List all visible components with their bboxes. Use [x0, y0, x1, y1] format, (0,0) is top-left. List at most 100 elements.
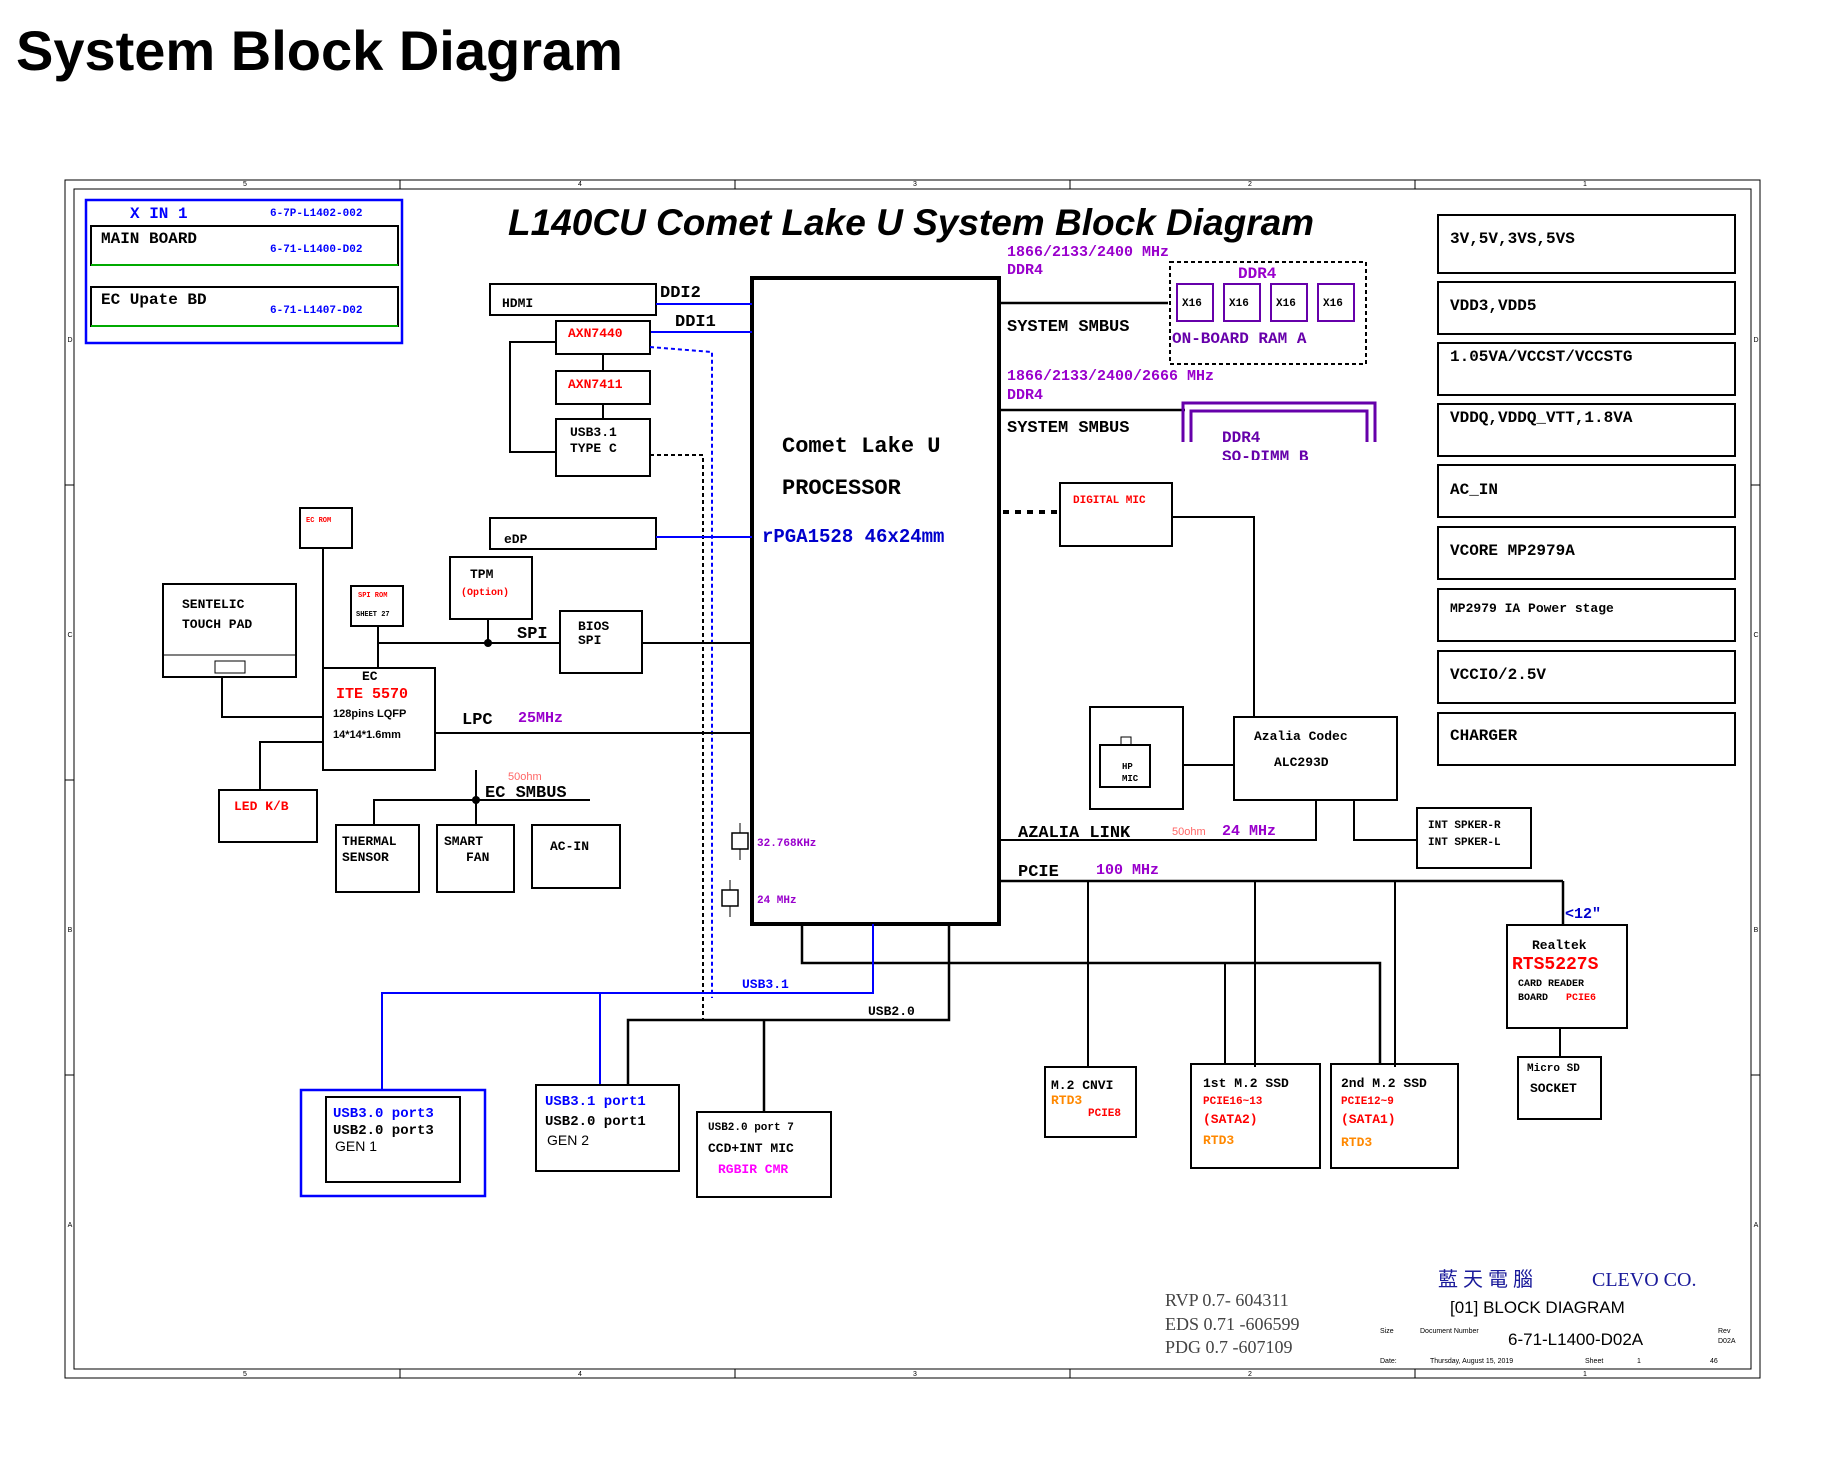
led-kb: LED K/B [234, 799, 289, 814]
power-rail: VDD3,VDD5 [1450, 297, 1536, 315]
sd-1: Micro SD [1527, 1063, 1580, 1075]
row-label: A [1754, 1222, 1759, 1229]
sheet-label: Sheet [1585, 1358, 1603, 1365]
bios-1: BIOS [578, 619, 609, 634]
ssd1-2: PCIE16~13 [1203, 1096, 1263, 1108]
p7-3: RGBIR CMR [718, 1162, 788, 1177]
col-label: 4 [578, 181, 582, 188]
pdg: PDG 0.7 -607109 [1165, 1337, 1293, 1357]
xtal-1: 32.768KHz [757, 838, 816, 850]
col-label: 2 [1248, 1371, 1252, 1378]
axn7440-label: AXN7440 [568, 326, 623, 341]
cnvi-1: M.2 CNVI [1051, 1078, 1113, 1093]
hp-1: HP [1122, 762, 1133, 772]
cnvi-2: RTD3 [1051, 1093, 1082, 1108]
main-board-label: MAIN BOARD [101, 230, 197, 248]
company-cn: 藍 天 電 腦 [1438, 1268, 1533, 1291]
power-list: 3V,5V,3VS,5VS VDD3,VDD5 1.05VA/VCCST/VCC… [1437, 214, 1736, 766]
chip-label: X16 [1276, 298, 1296, 310]
typec-2: TYPE C [570, 441, 617, 456]
ec-section: EC ROM SPI ROM SHEET 27 SENTELIC TOUCH P… [162, 507, 752, 893]
lpc-freq: 25MHz [518, 710, 563, 727]
power-rail: CHARGER [1450, 727, 1518, 745]
ssd2-1: 2nd M.2 SSD [1341, 1076, 1427, 1091]
col-label: 2 [1248, 181, 1252, 188]
p7-1: USB2.0 port 7 [708, 1122, 794, 1134]
usb31-label: USB3.1 [742, 977, 789, 992]
codec-2: ALC293D [1274, 755, 1329, 770]
lpc-label: LPC [462, 711, 493, 730]
crystals: 32.768KHz 24 MHz [721, 823, 816, 917]
power-rail: MP2979 IA Power stage [1450, 601, 1614, 616]
ddi2-label: DDI2 [660, 284, 701, 303]
ec-board-code: 6-71-L1407-D02 [270, 305, 362, 317]
rt-3: CARD READER [1518, 979, 1584, 990]
hp-2: MIC [1122, 774, 1139, 784]
bios-2: SPI [578, 633, 601, 648]
size-label: Size [1380, 1328, 1394, 1335]
ssd2-4: RTD3 [1341, 1135, 1372, 1150]
cpu-sub: PROCESSOR [782, 476, 902, 501]
p1-2: USB2.0 port1 [545, 1114, 646, 1130]
pins-label: 128pins LQFP [333, 708, 406, 720]
thermal-1: THERMAL [342, 834, 397, 849]
date-label: Date: [1380, 1358, 1397, 1365]
sheet-title: [01] BLOCK DIAGRAM [1450, 1298, 1625, 1317]
codec-1: Azalia Codec [1254, 729, 1348, 744]
sodimm-1: DDR4 [1222, 429, 1261, 447]
row-label: B [1754, 927, 1759, 934]
chip-label: X16 [1229, 298, 1249, 310]
ec-smbus-ohm: 50ohm [508, 771, 542, 783]
eds: EDS 0.71 -606599 [1165, 1314, 1300, 1334]
usb-ports: USB3.0 port3 USB2.0 port3 GEN 1 USB3.1 p… [299, 1084, 832, 1198]
typec-1: USB3.1 [570, 425, 617, 440]
doc-no: 6-71-L1400-D02A [1508, 1330, 1644, 1349]
usb-bus: USB3.1 USB2.0 [381, 924, 1382, 1112]
pcie-freq: 100 MHz [1096, 862, 1159, 879]
rev: D02A [1718, 1338, 1736, 1345]
sd-2: SOCKET [1530, 1081, 1577, 1096]
row-label: D [67, 337, 72, 344]
freq2: 1866/2133/2400/2666 MHz [1007, 368, 1214, 385]
pcie-label: PCIE [1018, 863, 1059, 882]
rvp: RVP 0.7- 604311 [1165, 1290, 1289, 1310]
ec-rom: EC ROM [306, 517, 331, 525]
doc-label: Document Number [1420, 1328, 1479, 1335]
spk-l: INT SPKER-L [1428, 837, 1501, 849]
spi-label: SPI [517, 625, 548, 644]
p3-3: GEN 1 [335, 1138, 377, 1154]
acin-label: AC-IN [550, 839, 589, 854]
fan-2: FAN [466, 850, 489, 865]
spi-rom: SPI ROM [358, 592, 387, 600]
touchpad-1: SENTELIC [182, 597, 245, 612]
diagram-title: L140CU Comet Lake U System Block Diagram [508, 202, 1314, 243]
rev-label: Rev [1718, 1328, 1731, 1335]
usb20-label: USB2.0 [868, 1004, 915, 1019]
power-rail: 1.05VA/VCCST/VCCSTG [1450, 348, 1632, 366]
ddi1-label: DDI1 [675, 313, 716, 332]
size-label: 14*14*1.6mm [333, 729, 401, 741]
smbus2: SYSTEM SMBUS [1007, 419, 1129, 438]
rt-2: RTS5227S [1512, 955, 1599, 975]
ite-label: ITE 5570 [336, 686, 408, 703]
col-label: 3 [913, 1371, 917, 1378]
p7-2: CCD+INT MIC [708, 1141, 794, 1156]
dmic-label: DIGITAL MIC [1073, 495, 1146, 507]
pcie-section: PCIE 100 MHz <12" Realtek RTS5227S CARD … [999, 862, 1628, 1169]
chip-label: X16 [1182, 298, 1202, 310]
edp-label: eDP [504, 532, 528, 547]
ssd1-4: RTD3 [1203, 1133, 1234, 1148]
pcie-len: <12" [1565, 906, 1601, 923]
page-title: System Block Diagram [16, 19, 623, 82]
rt-4: BOARD [1518, 993, 1548, 1004]
xin1-code: 6-7P-L1402-002 [270, 208, 362, 220]
tpm-option: (Option) [461, 587, 509, 599]
ec-board-label: EC Upate BD [101, 291, 207, 309]
ssd2-3: (SATA1) [1341, 1112, 1396, 1127]
col-label: 4 [578, 1371, 582, 1378]
title-block: RVP 0.7- 604311 EDS 0.71 -606599 PDG 0.7… [1165, 1268, 1736, 1365]
sheet: 1 [1637, 1358, 1641, 1365]
ec-smbus: EC SMBUS [485, 784, 567, 803]
date: Thursday, August 15, 2019 [1430, 1358, 1513, 1365]
hdmi-label: HDMI [502, 296, 533, 311]
